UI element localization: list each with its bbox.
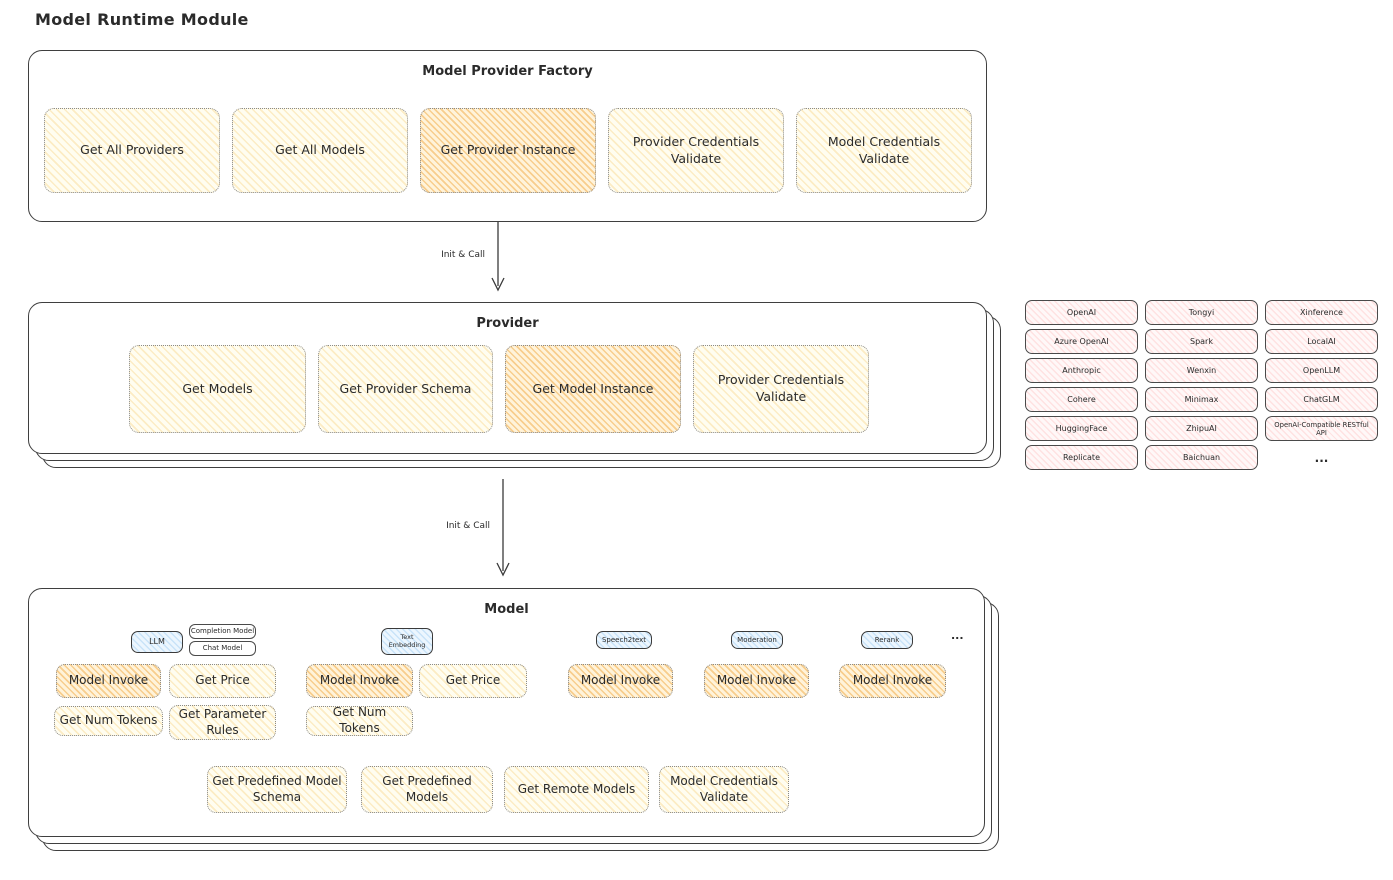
model-provider-factory-box: Model Provider Factory Get All Providers… [28,50,987,222]
tag-moderation: Moderation [731,631,783,649]
get-all-models-button: Get All Models [232,108,408,193]
tag-completion-model: Completion Model [189,624,256,639]
provider-chip-xinference: Xinference [1265,300,1378,325]
llm-get-num-tokens: Get Num Tokens [54,706,163,736]
provider-chip-wenxin: Wenxin [1145,358,1258,383]
provider-chip-azure-openai: Azure OpenAI [1025,329,1138,354]
llm-get-price: Get Price [169,664,276,698]
provider-chip-spark: Spark [1145,329,1258,354]
rerank-model-invoke: Model Invoke [839,664,946,698]
provider-chip-openllm: OpenLLM [1265,358,1378,383]
provider-chip-zhipuai: ZhipuAI [1145,416,1258,441]
tag-text-embedding: Text Embedding [381,628,433,655]
get-provider-schema-button: Get Provider Schema [318,345,493,433]
get-remote-models-button: Get Remote Models [504,766,649,813]
factory-title: Model Provider Factory [422,64,593,79]
model-box: Model LLM Completion Model Chat Model Te… [28,588,985,837]
get-all-providers-button: Get All Providers [44,108,220,193]
get-models-button: Get Models [129,345,306,433]
model-title: Model [484,602,529,617]
get-model-instance-button: Get Model Instance [505,345,681,433]
provider-chip-cohere: Cohere [1025,387,1138,412]
provider-chip-anthropic: Anthropic [1025,358,1138,383]
provider-box: Provider Get Models Get Provider Schema … [28,302,987,454]
tag-chat-model: Chat Model [189,641,256,656]
init-call-arrow-2 [496,479,510,577]
tag-speech2text: Speech2text [596,631,652,649]
model-credentials-validate-button: Model Credentials Validate [796,108,972,193]
page-title: Model Runtime Module [35,10,249,29]
provider-credentials-validate-button-2: Provider Credentials Validate [693,345,869,433]
moderation-model-invoke: Model Invoke [704,664,809,698]
embedding-model-invoke: Model Invoke [306,664,413,698]
provider-credentials-validate-button: Provider Credentials Validate [608,108,784,193]
provider-list-more: ... [1314,450,1329,465]
provider-list: OpenAI Tongyi Xinference Azure OpenAI Sp… [1025,300,1378,470]
embedding-get-num-tokens: Get Num Tokens [306,705,413,736]
tag-llm: LLM [131,631,183,653]
provider-chip-localai: LocalAI [1265,329,1378,354]
init-call-arrow-1 [491,222,505,292]
provider-chip-tongyi: Tongyi [1145,300,1258,325]
provider-chip-minimax: Minimax [1145,387,1258,412]
get-predefined-models-button: Get Predefined Models [361,766,493,813]
model-credentials-validate-button-2: Model Credentials Validate [659,766,789,813]
get-provider-instance-button: Get Provider Instance [420,108,596,193]
speech2text-model-invoke: Model Invoke [568,664,673,698]
embedding-get-price: Get Price [419,664,527,698]
get-predefined-model-schema-button: Get Predefined Model Schema [207,766,347,813]
provider-chip-huggingface: HuggingFace [1025,416,1138,441]
init-call-label-1: Init & Call [441,250,485,260]
provider-chip-baichuan: Baichuan [1145,445,1258,470]
provider-chip-replicate: Replicate [1025,445,1138,470]
provider-chip-openai-compatible-restful-api: OpenAI-Compatible RESTful API [1265,416,1378,441]
provider-title: Provider [476,316,539,331]
provider-chip-openai: OpenAI [1025,300,1138,325]
tag-rerank: Rerank [861,631,913,649]
provider-chip-chatglm: ChatGLM [1265,387,1378,412]
init-call-label-2: Init & Call [446,521,490,531]
llm-model-invoke: Model Invoke [56,664,161,698]
model-types-more: ... [951,629,964,642]
llm-get-parameter-rules: Get Parameter Rules [169,705,276,740]
